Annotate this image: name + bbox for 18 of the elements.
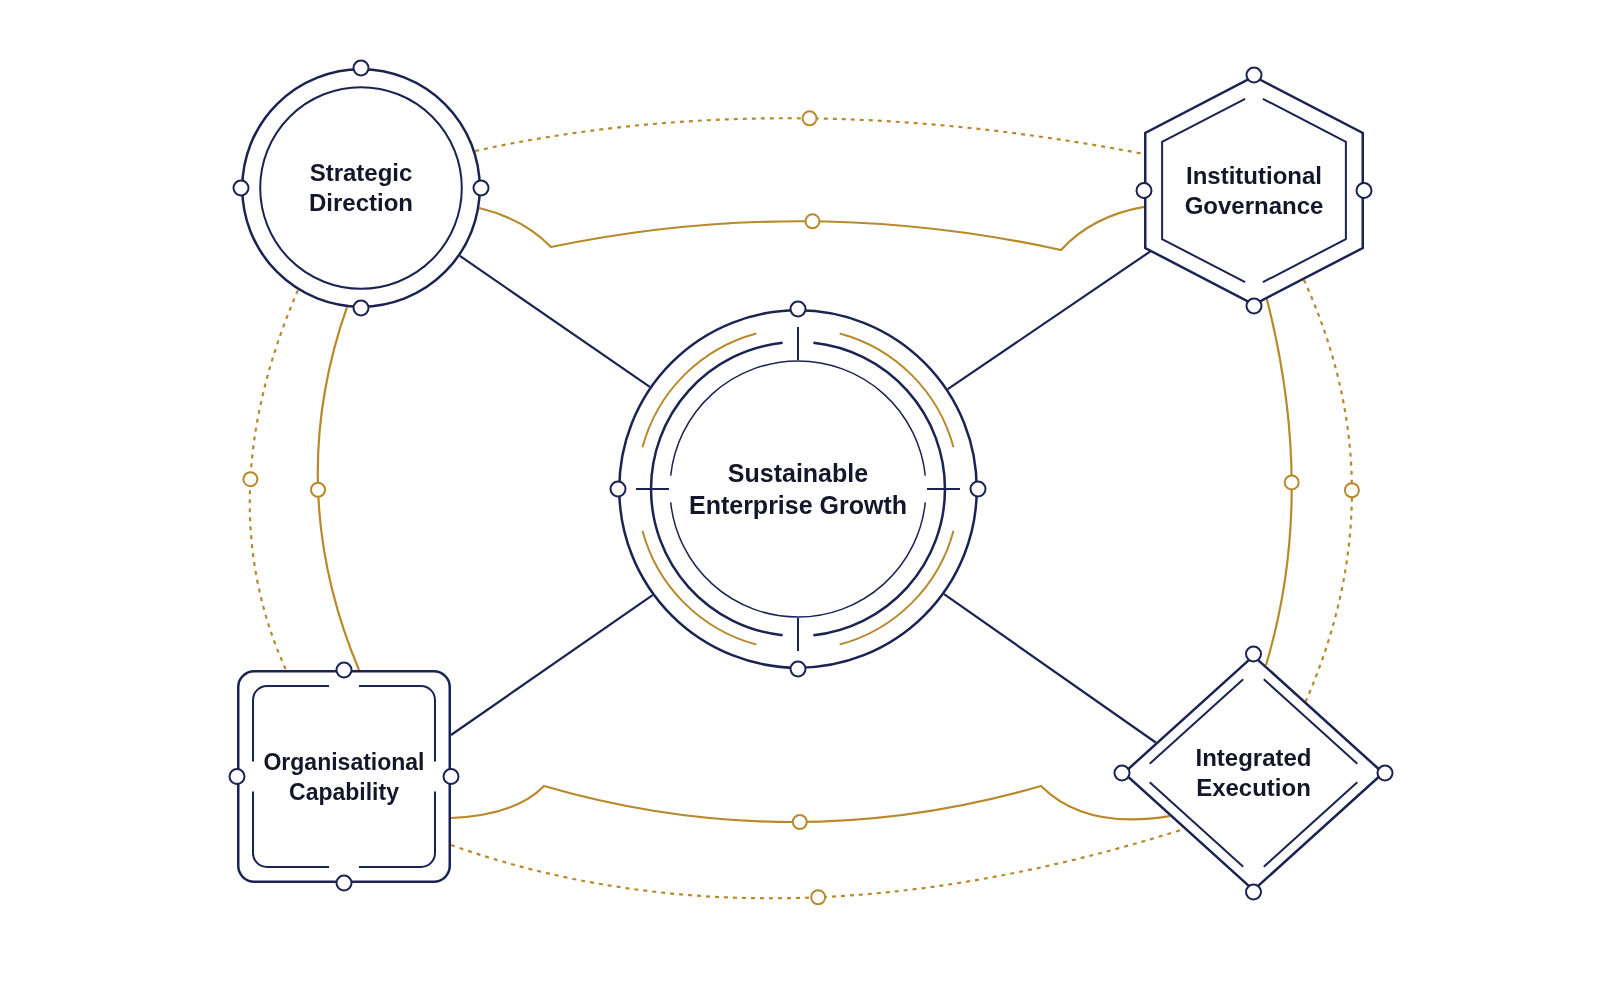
hub-circle xyxy=(618,309,978,669)
curved-connector xyxy=(450,784,1170,824)
node-label: Institutional Governance xyxy=(1183,160,1325,221)
node-label: Integrated Execution xyxy=(1194,743,1313,803)
double-circle-node xyxy=(241,68,481,308)
curved-connector xyxy=(1264,298,1293,666)
node-label: Sustainable Enterprise Growth xyxy=(687,458,909,521)
node-label: Organisational Capability xyxy=(262,747,426,807)
connector-line xyxy=(943,593,1157,744)
node-label: Strategic Direction xyxy=(308,158,414,218)
connector-line xyxy=(947,250,1151,391)
dotted-connector xyxy=(1302,279,1353,702)
connector-line xyxy=(450,594,654,736)
curved-connector xyxy=(316,306,361,671)
rounded-square-node xyxy=(237,670,451,883)
curved-connector xyxy=(479,205,1145,252)
dotted-connector xyxy=(248,289,299,671)
connector-line xyxy=(459,255,651,388)
